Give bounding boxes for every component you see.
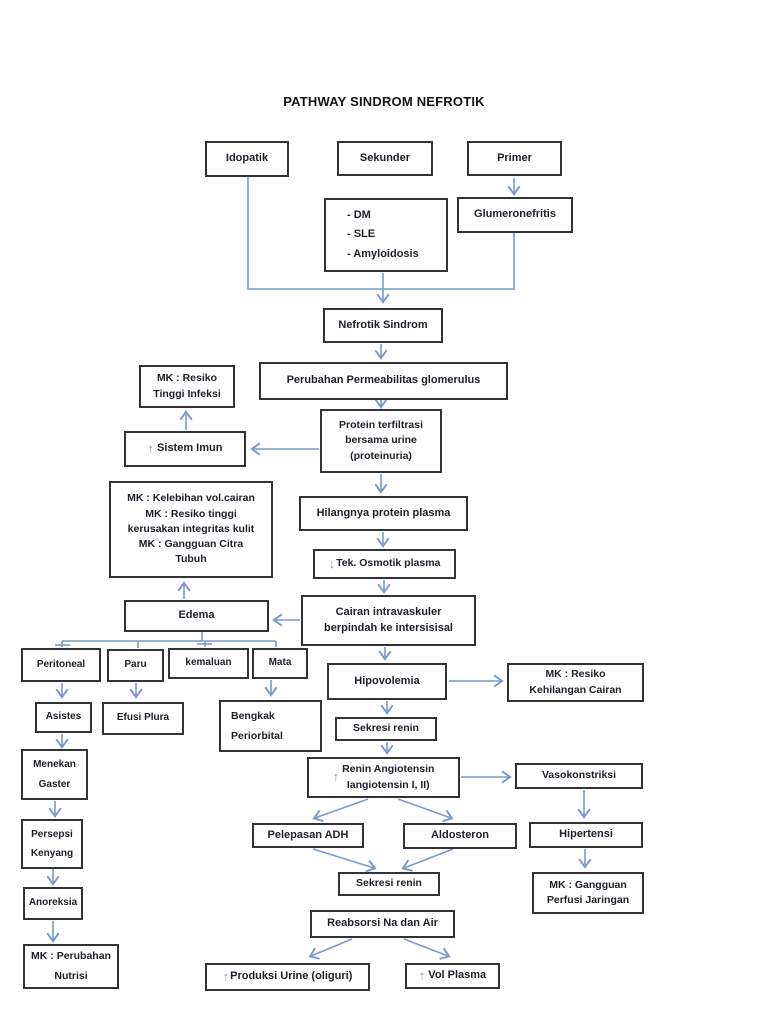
- node-peritoneal: Peritoneal: [21, 648, 101, 682]
- node-label: Perubahan Permeabilitas glomerulus: [286, 374, 481, 387]
- node-protein-terfiltrasi: Protein terfiltrasi bersama urine (prote…: [320, 409, 442, 473]
- up-arrow-icon: ↑: [147, 440, 155, 456]
- node-aldosteron: Aldosteron: [403, 823, 517, 849]
- node-sekresi-renin-1: Sekresi renin: [335, 717, 437, 741]
- node-tek-osmotik-plasma: ↓Tek. Osmotik plasma: [313, 549, 456, 579]
- node-perubahan-permeabilitas: Perubahan Permeabilitas glomerulus: [259, 362, 508, 400]
- node-label: Anoreksia: [28, 897, 78, 909]
- node-label: Primer: [497, 151, 532, 164]
- node-hipovolemia: Hipovolemia: [327, 663, 447, 700]
- node-mk-gangguan-perfusi: MK : Gangguan Perfusi Jaringan: [532, 872, 644, 914]
- node-label: Hipertensi: [559, 828, 613, 841]
- up-arrow-icon: ↑: [418, 967, 426, 983]
- node-label: Sekresi renin: [356, 877, 422, 890]
- up-arrow-icon: ↑: [332, 769, 340, 785]
- node-menekan-gaster: Menekan Gaster: [21, 749, 88, 800]
- node-label: Peritoneal: [36, 658, 86, 670]
- node-label: Renin Angiotensin Iangiotensin I, II): [342, 763, 435, 791]
- node-secondary-causes: - DM - SLE - Amyloidosis: [324, 198, 448, 272]
- node-label: MK : Gangguan Perfusi Jaringan: [546, 878, 630, 906]
- node-label: Vasokonstriksi: [541, 769, 617, 782]
- node-sistem-imun: ↑Sistem Imun: [124, 431, 246, 467]
- node-primer: Primer: [467, 141, 562, 176]
- node-hipertensi: Hipertensi: [529, 822, 643, 848]
- node-produksi-urine-oliguri: ↑Produksi Urine (oliguri): [205, 963, 370, 991]
- node-label: Asistes: [45, 711, 82, 723]
- node-label: Sekunder: [359, 151, 411, 164]
- node-label: Glumeronefritis: [474, 208, 556, 221]
- node-label: Hipovolemia: [354, 674, 420, 687]
- node-label: Efusi Plura: [116, 712, 170, 724]
- node-label: Idopatik: [225, 152, 269, 165]
- node-label: Paru: [124, 659, 147, 671]
- node-glumeronefritis: Glumeronefritis: [457, 197, 573, 233]
- down-arrow-icon: ↓: [328, 555, 336, 571]
- node-label: Edema: [178, 609, 215, 622]
- node-reabsorsi-na-air: Reabsorsi Na dan Air: [310, 910, 455, 938]
- page-title: PATHWAY SINDROM NEFROTIK: [283, 94, 485, 109]
- node-mk-resiko-kehilangan-cairan: MK : Resiko Kehilangan Cairan: [507, 663, 644, 702]
- node-label: Sekresi renin: [353, 722, 419, 735]
- node-label: Cairan intravaskuler berpindah ke inters…: [324, 605, 453, 634]
- node-edema: Edema: [124, 600, 269, 632]
- node-label: Reabsorsi Na dan Air: [327, 917, 438, 930]
- node-anoreksia: Anoreksia: [23, 887, 83, 920]
- node-label: Mata: [268, 657, 292, 669]
- node-label: Sistem Imun: [157, 442, 223, 455]
- node-persepsi-kenyang: Persepsi Kenyang: [21, 819, 83, 869]
- node-nefrotik-sindrom: Nefrotik Sindrom: [323, 308, 443, 343]
- node-mk-perubahan-nutrisi: MK : Perubahan Nutrisi: [23, 944, 119, 989]
- node-kemaluan: kemaluan: [168, 648, 249, 679]
- node-label: Hilangnya protein plasma: [316, 506, 451, 519]
- node-paru: Paru: [107, 649, 164, 682]
- node-vol-plasma: ↑Vol Plasma: [405, 963, 500, 989]
- node-mata: Mata: [252, 648, 308, 679]
- node-mk-kelebihan-volume: MK : Kelebihan vol.cairan MK : Resiko ti…: [109, 481, 273, 578]
- node-label: MK : Perubahan Nutrisi: [31, 950, 111, 982]
- node-label: Tek. Osmotik plasma: [336, 557, 441, 570]
- node-hilangnya-protein-plasma: Hilangnya protein plasma: [299, 496, 468, 531]
- node-label: Menekan Gaster: [33, 759, 76, 790]
- node-vasokonstriksi: Vasokonstriksi: [515, 763, 643, 789]
- node-asistes: Asistes: [35, 702, 92, 733]
- node-label: Produksi Urine (oliguri): [230, 970, 353, 983]
- node-sekresi-renin-2: Sekresi renin: [338, 872, 440, 896]
- node-sekunder: Sekunder: [337, 141, 433, 176]
- node-bengkak-periorbital: Bengkak Periorbital: [219, 700, 322, 752]
- node-idopatik: Idopatik: [205, 141, 289, 177]
- node-label: Aldosteron: [430, 829, 490, 842]
- node-label: MK : Resiko Kehilangan Cairan: [529, 668, 622, 696]
- node-mk-resiko-tinggi-infeksi: MK : Resiko Tinggi Infeksi: [139, 365, 235, 408]
- node-label: Persepsi Kenyang: [30, 828, 74, 860]
- node-label: MK : Kelebihan vol.cairan MK : Resiko ti…: [127, 492, 255, 566]
- up-arrow-icon: ↑: [222, 968, 230, 984]
- node-label: - DM - SLE - Amyloidosis: [347, 209, 419, 260]
- node-label: Nefrotik Sindrom: [338, 318, 428, 331]
- node-label: Bengkak Periorbital: [231, 709, 283, 742]
- node-efusi-plura: Efusi Plura: [102, 702, 184, 735]
- node-label: Pelepasan ADH: [267, 828, 349, 841]
- node-label: Protein terfiltrasi bersama urine (prote…: [338, 419, 424, 462]
- node-label: Vol Plasma: [428, 969, 487, 982]
- node-pelepasan-adh: Pelepasan ADH: [252, 823, 364, 848]
- node-cairan-intravaskuler: Cairan intravaskuler berpindah ke inters…: [301, 595, 476, 646]
- node-label: MK : Resiko Tinggi Infeksi: [153, 372, 221, 400]
- node-label: kemaluan: [185, 657, 232, 669]
- node-renin-angiotensin: ↑Renin Angiotensin Iangiotensin I, II): [307, 757, 460, 798]
